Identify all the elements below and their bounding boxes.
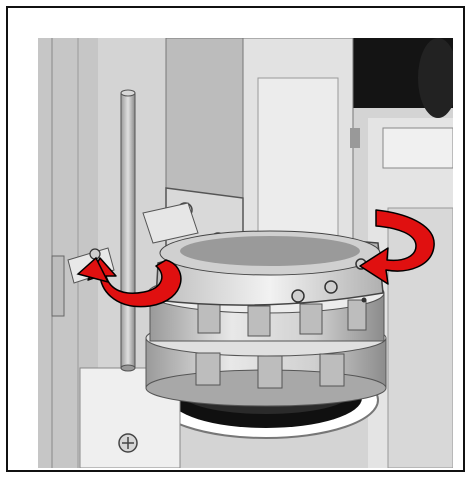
locking-ring — [155, 230, 384, 306]
guide-rod — [120, 89, 136, 372]
figure-frame — [6, 6, 465, 472]
mechanical-illustration — [38, 38, 453, 468]
assembly-drawing — [38, 38, 453, 468]
rotate-clockwise-arrow-icon — [359, 209, 435, 285]
rotate-counterclockwise-arrow-icon — [76, 256, 182, 308]
